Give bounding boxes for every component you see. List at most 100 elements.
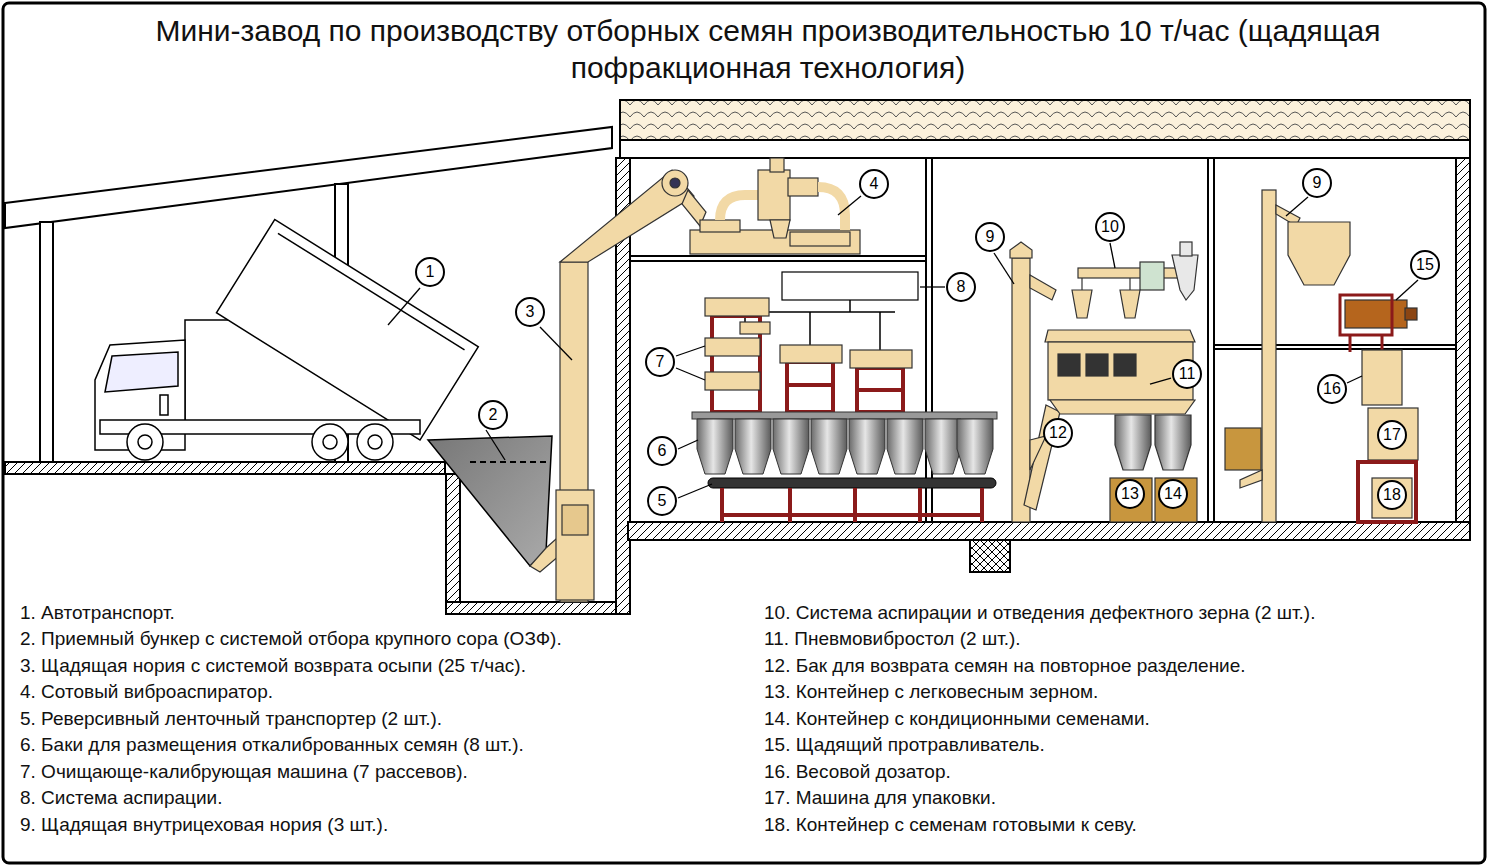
leader-line [676, 368, 705, 380]
callout-text: 11 [1179, 366, 1196, 382]
separation-room [1030, 436, 1046, 470]
separation-room [1086, 354, 1108, 376]
truck [127, 424, 163, 460]
calibrator [857, 368, 903, 412]
separation-room [1045, 330, 1195, 342]
truck [216, 220, 478, 440]
canopy [5, 127, 612, 228]
vibro-aspirator [788, 178, 818, 196]
calibrator [787, 362, 833, 412]
treatment-room [1358, 462, 1416, 522]
treatment-room [1368, 408, 1418, 460]
truck [216, 220, 478, 440]
leader-line [1110, 243, 1115, 268]
key-item: 18. Контейнер с семенам готовыми к севу. [764, 813, 1137, 837]
truck [312, 424, 348, 460]
leader-line [388, 288, 420, 325]
callout-text: 9 [1313, 175, 1322, 191]
treatment-room [1225, 190, 1418, 522]
building [628, 522, 1470, 540]
key-item: 7. Очищающе-калибрующая машина (7 рассев… [20, 760, 468, 784]
vibro-aspirator [790, 232, 850, 246]
tanks [811, 419, 847, 474]
callout-text: 1 [426, 264, 435, 280]
treatment-room [1345, 300, 1407, 328]
key-item: 9. Щадящая внутрицеховая нория (3 шт.). [20, 813, 388, 837]
callout-text: 10 [1101, 219, 1119, 235]
treatment-room [1225, 428, 1261, 470]
leader-line [486, 430, 505, 460]
bucket-elevator [556, 490, 594, 600]
callout-number: 14 [1158, 479, 1188, 509]
treatment-room [1349, 335, 1352, 352]
leader-line [540, 327, 572, 360]
separation-room [1172, 255, 1198, 300]
callout-number: 6 [647, 436, 677, 466]
leader-line [1347, 376, 1362, 383]
truck [278, 233, 465, 350]
separation-room [1115, 415, 1151, 470]
leader-line [678, 484, 712, 498]
vibro-aspirator [700, 220, 740, 232]
separation-room [1010, 242, 1198, 522]
calibrator [740, 322, 770, 334]
key-item: 17. Машина для упаковки. [764, 786, 996, 810]
building [630, 256, 926, 261]
truck [368, 435, 382, 449]
separation-room [1140, 262, 1164, 290]
callout-number: 12 [1043, 418, 1073, 448]
callout-text: 9 [986, 229, 995, 245]
callout-number: 11 [1172, 359, 1202, 389]
separation-room [1072, 290, 1092, 318]
key-item: 10. Система аспирации и отведения дефект… [764, 601, 1315, 625]
callout-number: 13 [1115, 479, 1145, 509]
key-item: 12. Бак для возврата семян на повторное … [764, 654, 1246, 678]
callout-text: 13 [1121, 486, 1139, 502]
page-title: Мини-завод по производству отборных семя… [123, 12, 1413, 86]
leader-line [678, 440, 698, 449]
treatment-room [1240, 470, 1262, 488]
leader-line [920, 286, 945, 287]
treatment-room [1340, 295, 1392, 352]
key-item: 6. Баки для размещения откалиброванных с… [20, 733, 524, 757]
separation-room [1110, 478, 1152, 522]
key-item: 15. Щадящий протравливатель. [764, 733, 1045, 757]
callout-text: 5 [658, 493, 667, 509]
canopy [446, 474, 460, 612]
callout-text: 17 [1383, 427, 1401, 443]
leader-line [1286, 197, 1308, 216]
callout-number: 16 [1317, 374, 1347, 404]
receiving-hopper [428, 436, 552, 566]
key-item: 5. Реверсивный ленточный транспортер (2 … [20, 707, 442, 731]
callout-number: 15 [1410, 250, 1440, 280]
truck [160, 395, 168, 415]
truck [105, 352, 178, 392]
building [620, 140, 1470, 158]
tanks [692, 412, 997, 474]
bucket-elevator [560, 170, 694, 262]
callout-number: 10 [1095, 212, 1125, 242]
separation-room [1010, 242, 1032, 258]
leader-line [1150, 378, 1171, 384]
callout-text: 3 [526, 304, 535, 320]
leader-line [838, 196, 861, 215]
treatment-room [1405, 308, 1417, 320]
key-item: 16. Весовой дозатор. [764, 760, 951, 784]
callout-number: 2 [478, 400, 508, 430]
calibrator [787, 383, 833, 387]
calibrator [705, 338, 760, 356]
separation-room [1120, 290, 1140, 318]
separation-room [1058, 354, 1080, 376]
separation-room [1050, 400, 1195, 414]
building [970, 540, 1010, 572]
separation-room [1155, 478, 1197, 522]
bucket-elevator [662, 170, 688, 196]
treatment-room [1288, 222, 1350, 285]
callout-text: 14 [1164, 486, 1182, 502]
callout-text: 8 [957, 279, 966, 295]
calibrator [850, 350, 912, 368]
vibro-aspirator [770, 158, 784, 172]
tanks [697, 419, 733, 474]
callout-number: 5 [647, 486, 677, 516]
